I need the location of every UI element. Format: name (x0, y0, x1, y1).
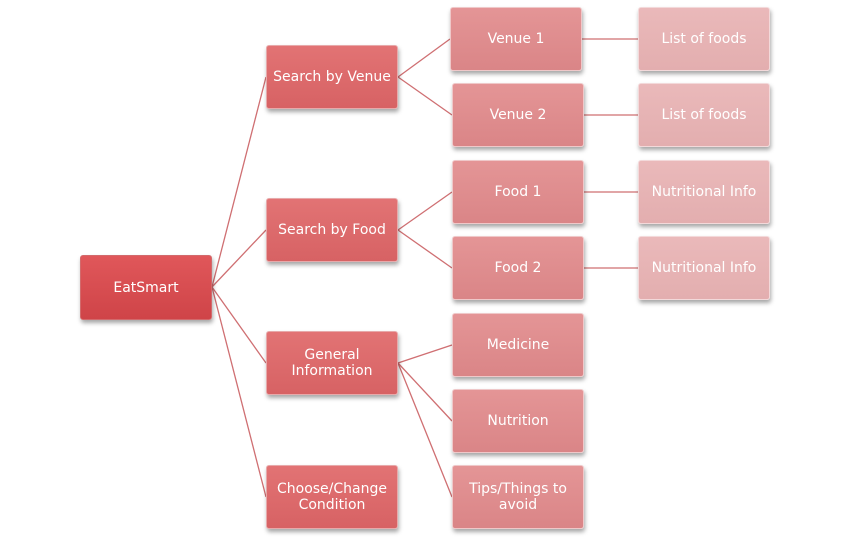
food-node-1[interactable]: Food 1 (452, 160, 584, 224)
connector-food-1 (397, 191, 453, 231)
root-node-eatsmart[interactable]: EatSmart (80, 255, 212, 320)
venue-node-2[interactable]: Venue 2 (452, 83, 584, 147)
food1-detail-nutritional-info[interactable]: Nutritional Info (638, 160, 770, 224)
topic-node-nutrition[interactable]: Nutrition (452, 389, 584, 453)
connector-food-2 (397, 229, 453, 269)
venue2-detail-list-of-foods[interactable]: List of foods (638, 83, 770, 147)
connector-venue-2 (397, 76, 453, 116)
connector-root-condition (211, 286, 267, 498)
food-node-2[interactable]: Food 2 (452, 236, 584, 300)
connector-root-general (211, 286, 267, 364)
connector-root-venue (211, 76, 267, 288)
connector-general-nutrition (397, 362, 453, 422)
venue-node-1[interactable]: Venue 1 (450, 7, 582, 71)
food2-detail-nutritional-info[interactable]: Nutritional Info (638, 236, 770, 300)
connector-general-tips (397, 362, 453, 498)
connector-root-food (211, 229, 267, 288)
branch-choose-change-condition[interactable]: Choose/Change Condition (266, 465, 398, 529)
branch-search-by-venue[interactable]: Search by Venue (266, 45, 398, 109)
branch-general-information[interactable]: General Information (266, 331, 398, 395)
topic-node-medicine[interactable]: Medicine (452, 313, 584, 377)
topic-node-tips[interactable]: Tips/Things to avoid (452, 465, 584, 529)
venue1-detail-list-of-foods[interactable]: List of foods (638, 7, 770, 71)
connector-venue-1 (397, 38, 451, 78)
connector-general-medicine (397, 344, 453, 364)
branch-search-by-food[interactable]: Search by Food (266, 198, 398, 262)
